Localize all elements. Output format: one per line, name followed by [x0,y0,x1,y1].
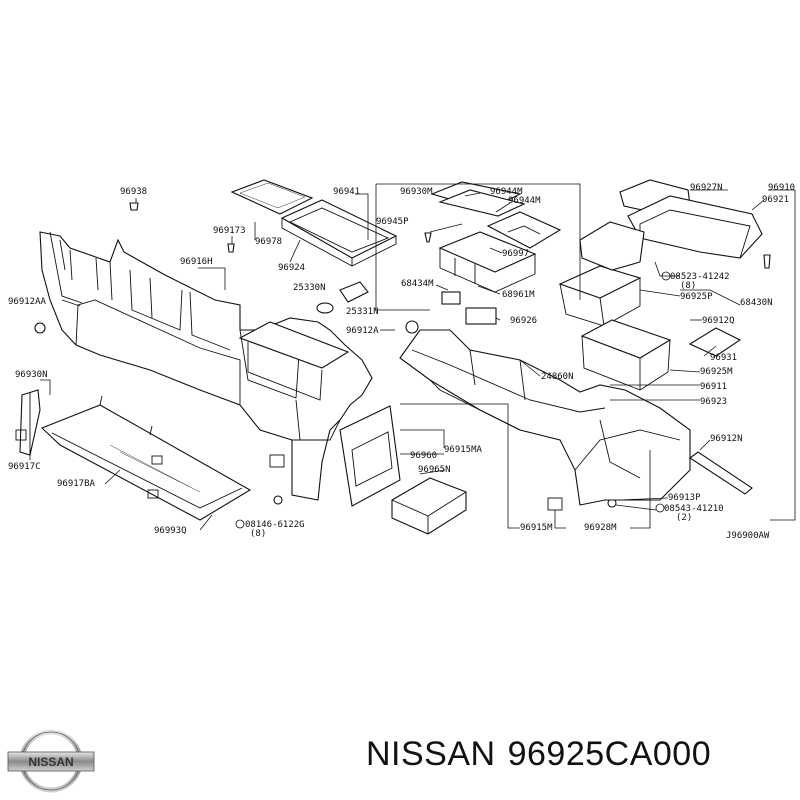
label-96912n: 96912N [710,434,743,444]
label-08523-41242: 08523-41242 [670,272,730,282]
label-96928m: 96928M [584,523,617,533]
label-96910: 96910 [768,183,795,193]
caption-part-number: 96925CA000 [507,735,712,773]
lid-96930m [430,181,562,325]
label-96944m-a: 96944M [490,187,523,197]
label-96912aa: 96912AA [8,297,47,307]
label-96944m-b: 96944M [508,196,541,206]
label-08146-6122g: 08146-6122G [245,520,305,530]
console-body-left [39,231,373,501]
armrest-96927n [619,179,763,259]
label-96960: 96960 [410,451,437,461]
label-96931: 96931 [710,353,737,363]
screw-icons [34,202,771,508]
label-96915ma: 96915MA [444,445,483,455]
label-96965n: 96965N [418,465,451,475]
drawer-96965n [339,405,467,535]
label-68434m: 68434M [401,279,434,289]
label-08146-qty: (8) [250,529,266,539]
label-96913p: 96913P [668,493,701,503]
label-96923: 96923 [700,397,727,407]
part-labels: 96938 96941 96930M 96944M 96944M 96927N … [8,183,795,541]
label-96938: 96938 [120,187,147,197]
label-96993q: 96993Q [154,526,187,536]
logo-text: NISSAN [28,755,73,769]
part-caption: NISSAN 96925CA000 [366,735,723,774]
label-96911: 96911 [700,382,727,392]
diagram-code: J96900AW [726,531,770,541]
label-08543-qty: (2) [676,513,692,523]
switch-25330n [316,281,369,314]
panel-96931 [688,327,742,357]
label-96997: 96997 [502,249,529,259]
label-96945p: 96945P [376,217,409,227]
box-96925p [558,221,645,327]
bracket-96917c [15,389,41,456]
nissan-logo: NISSAN [7,729,95,793]
label-96978: 96978 [255,237,282,247]
label-96941: 96941 [333,187,360,197]
label-96924: 96924 [278,263,305,273]
label-68430n: 68430N [740,298,773,308]
label-96912a: 96912A [346,326,379,336]
leader-lines [29,183,796,531]
label-96921: 96921 [762,195,789,205]
label-96926: 96926 [510,316,537,326]
label-96912q: 96912Q [702,316,735,326]
label-96917c: 96917C [8,462,41,472]
rail-96912n [689,451,753,495]
label-96925m: 96925M [700,367,733,377]
bracket-96993q [40,395,252,521]
label-25331n: 25331N [346,307,379,317]
console-body-96911 [399,329,691,511]
label-68961m: 68961M [502,290,535,300]
label-96916h: 96916H [180,257,213,267]
label-24860n: 24860N [541,372,574,382]
label-96927n: 96927N [690,183,723,193]
tray-96924 [280,199,398,267]
mat-96978 [230,179,314,215]
caption-brand: NISSAN [366,735,496,773]
label-96925p: 96925P [680,292,713,302]
label-96930m: 96930M [400,187,433,197]
label-08543-41210: 08543-41210 [664,504,724,514]
box-96925m [580,319,672,391]
label-969173: 969173 [213,226,246,236]
label-96917ba: 96917BA [57,479,96,489]
label-96915m: 96915M [520,523,553,533]
label-96930n: 96930N [15,370,48,380]
label-25330n: 25330N [293,283,326,293]
label-08523-qty: (8) [680,281,696,291]
